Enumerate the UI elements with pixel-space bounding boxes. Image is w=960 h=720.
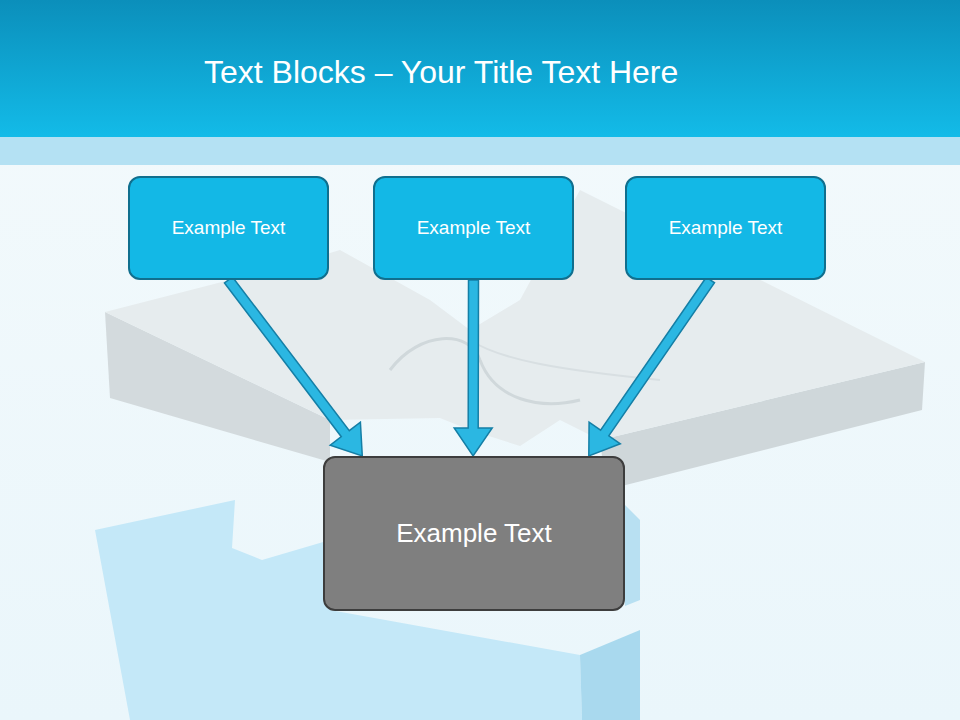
result-box: Example Text bbox=[323, 456, 625, 611]
header-band bbox=[0, 137, 960, 165]
box-text: Example Text bbox=[172, 217, 286, 240]
block-arrow bbox=[225, 277, 363, 456]
box-text: Example Text bbox=[669, 217, 783, 240]
block-arrow bbox=[589, 277, 715, 456]
block-arrow bbox=[454, 280, 492, 456]
box-text: Example Text bbox=[396, 518, 552, 549]
box-text: Example Text bbox=[417, 217, 531, 240]
input-box: Example Text bbox=[373, 176, 574, 280]
header-bar bbox=[0, 0, 960, 137]
slide-title: Text Blocks – Your Title Text Here bbox=[204, 54, 678, 91]
input-box: Example Text bbox=[128, 176, 329, 280]
input-box: Example Text bbox=[625, 176, 826, 280]
